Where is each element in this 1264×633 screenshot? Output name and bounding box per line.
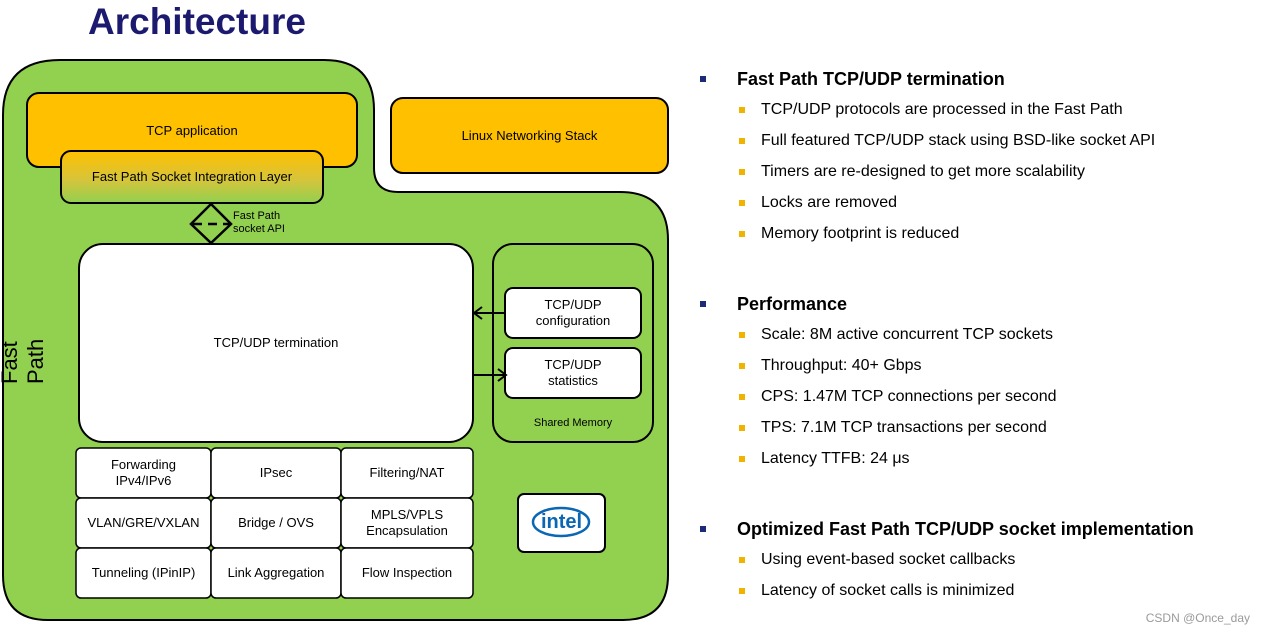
shared-memory-box [492,243,654,443]
square-bullet-icon [739,137,745,144]
tcp-udp-configuration-label: TCP/UDP configuration [535,297,611,328]
shared-memory-label: Shared Memory [533,416,613,429]
socket-integration-layer-label: Fast Path Socket Integration Layer [91,169,293,184]
module-bridge-ovs: Bridge / OVS [238,515,314,530]
square-bullet-icon [700,301,706,307]
square-bullet-icon [739,106,745,113]
square-bullet-icon [739,587,745,594]
module-grid [75,447,474,599]
tcp-udp-statistics-box [504,347,642,399]
section-performance: Performance Scale: 8M active concurrent … [700,292,1240,474]
square-bullet-icon [739,199,745,206]
square-bullet-icon [739,230,745,237]
list-item: Latency of socket calls is minimized [739,575,1240,606]
square-bullet-icon [739,424,745,431]
fast-path-label: Fast Path [0,338,48,384]
section-optimized-socket: Optimized Fast Path TCP/UDP socket imple… [700,517,1240,606]
square-bullet-icon [700,76,706,82]
list-item: Throughput: 40+ Gbps [739,350,1240,381]
tcp-udp-statistics-label: TCP/UDP statistics [544,357,602,388]
square-bullet-icon [739,331,745,338]
list-item: Locks are removed [739,187,1240,218]
square-bullet-icon [700,526,706,532]
list-item: TCP/UDP protocols are processed in the F… [739,94,1240,125]
linux-networking-stack-label: Linux Networking Stack [461,128,598,143]
module-filtering-nat: Filtering/NAT [369,465,445,480]
section-heading: Optimized Fast Path TCP/UDP socket imple… [700,517,1240,541]
list-item: Timers are re-designed to get more scala… [739,156,1240,187]
list-item: TPS: 7.1M TCP transactions per second [739,412,1240,443]
module-tunneling: Tunneling (IPinIP) [91,565,196,580]
intel-logo-box [517,493,606,553]
linux-networking-stack-box [390,97,669,174]
section-tcp-udp-termination: Fast Path TCP/UDP termination TCP/UDP pr… [700,67,1240,249]
socket-api-label: Fast Path socket API [233,210,285,235]
configuration-arrow [472,306,505,320]
square-bullet-icon [739,556,745,563]
tcp-udp-termination-box [78,243,474,443]
square-bullet-icon [739,362,745,369]
module-mpls-vpls: MPLS/VPLS Encapsulation [366,507,448,538]
watermark: CSDN @Once_day [1145,611,1250,625]
list-item: CPS: 1.47M TCP connections per second [739,381,1240,412]
module-vlan-gre-vxlan: VLAN/GRE/VXLAN [87,515,200,530]
tcp-udp-termination-label: TCP/UDP termination [213,335,339,350]
square-bullet-icon [739,393,745,400]
tcp-application-label: TCP application [146,123,238,138]
intel-logo-swoosh [531,506,591,538]
intel-logo-text: intel [540,511,583,533]
list-item: Latency TTFB: 24 μs [739,443,1240,474]
list-item: Full featured TCP/UDP stack using BSD-li… [739,125,1240,156]
module-ipsec: IPsec [259,465,293,480]
square-bullet-icon [739,168,745,175]
list-item: Using event-based socket callbacks [739,544,1240,575]
section-heading: Fast Path TCP/UDP termination [700,67,1240,91]
statistics-arrow [473,368,508,382]
module-forwarding: Forwarding IPv4/IPv6 [110,457,177,488]
section-heading: Performance [700,292,1240,316]
list-item: Memory footprint is reduced [739,218,1240,249]
square-bullet-icon [739,455,745,462]
socket-integration-layer-box [60,150,324,204]
module-link-aggregation: Link Aggregation [227,565,325,580]
page-title: Architecture [88,1,306,42]
module-flow-inspection: Flow Inspection [361,565,453,580]
list-item: Scale: 8M active concurrent TCP sockets [739,319,1240,350]
